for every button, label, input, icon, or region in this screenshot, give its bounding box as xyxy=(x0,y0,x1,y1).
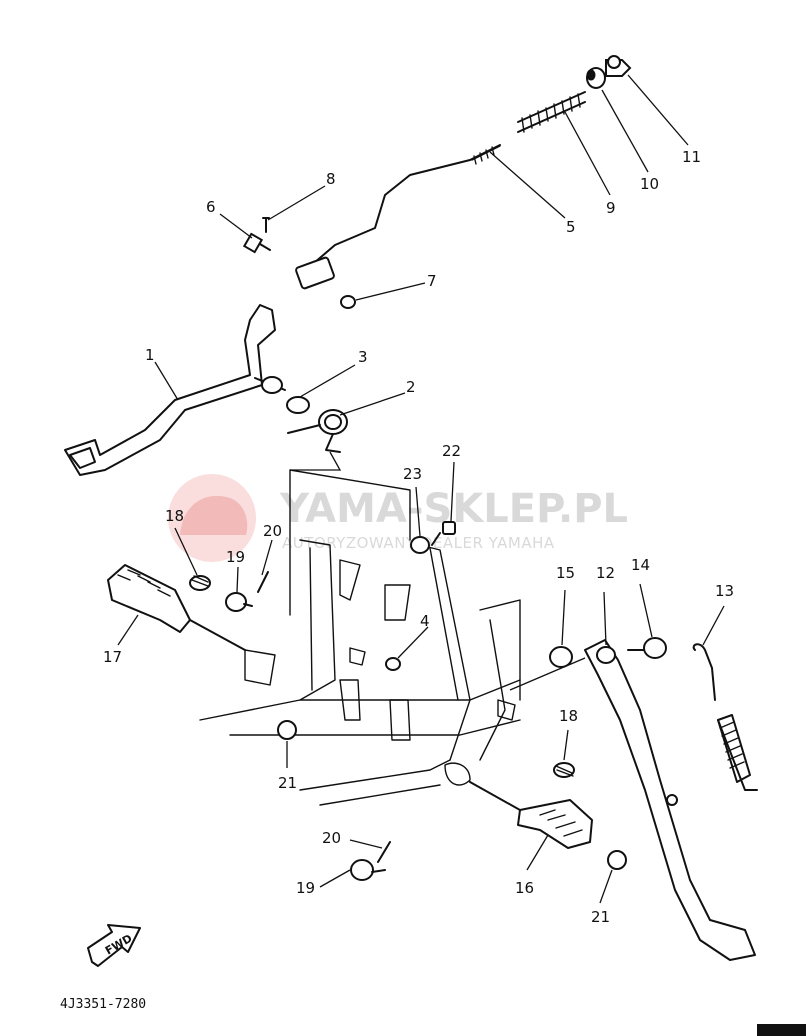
frame-outline xyxy=(199,469,521,806)
corner-badge xyxy=(757,1024,806,1036)
washer-7 xyxy=(340,295,356,309)
part-label: 4 xyxy=(420,612,430,630)
part-label: 11 xyxy=(682,148,701,166)
collar-15 xyxy=(549,646,573,668)
bolt-14 xyxy=(627,637,667,659)
pin-6 xyxy=(242,232,271,254)
watermark-logo-helmet xyxy=(180,495,248,535)
brake-rod-5 xyxy=(295,144,501,290)
part-label: 1 xyxy=(145,346,155,364)
part-label: 18 xyxy=(559,707,578,725)
part-labels: 1 2 3 4 5 6 7 8 9 10 11 12 13 14 15 16 1… xyxy=(103,148,734,926)
sidestand-spring-13 xyxy=(692,643,758,791)
part-label: 21 xyxy=(278,774,297,792)
sidestand-12 xyxy=(584,639,756,961)
part-label: 20 xyxy=(263,522,282,540)
cotter-pin-20a xyxy=(257,571,269,593)
part-label: 23 xyxy=(403,465,422,483)
leader-lines xyxy=(117,74,725,904)
footrest-16 xyxy=(469,781,593,849)
washer-21b xyxy=(607,850,627,870)
washer-21a xyxy=(277,720,297,740)
part-label: 20 xyxy=(322,829,341,847)
part-label: 18 xyxy=(165,507,184,525)
part-label: 21 xyxy=(591,908,610,926)
pin-19b xyxy=(350,859,386,881)
spring-18b xyxy=(553,762,575,778)
part-label: 12 xyxy=(596,564,615,582)
adjusting-nut-11 xyxy=(605,55,632,77)
part-label: 22 xyxy=(442,442,461,460)
part-label: 14 xyxy=(631,556,650,574)
clip-4 xyxy=(385,657,401,671)
part-label: 9 xyxy=(606,199,616,217)
part-label: 19 xyxy=(296,879,315,897)
cotter-pin-8 xyxy=(262,217,270,233)
part-label: 3 xyxy=(358,348,368,366)
diagram-code: 4J3351-7280 xyxy=(60,997,146,1012)
part-label: 16 xyxy=(515,879,534,897)
part-label: 8 xyxy=(326,170,336,188)
fwd-arrow: FWD xyxy=(87,924,141,967)
pin-19a xyxy=(225,592,253,612)
bolt-22 xyxy=(431,521,456,546)
part-label: 17 xyxy=(103,648,122,666)
part-label: 5 xyxy=(566,218,576,236)
spring-18a xyxy=(189,575,211,591)
joint-10 xyxy=(586,67,606,89)
part-label: 13 xyxy=(715,582,734,600)
part-label: 10 xyxy=(640,175,659,193)
return-spring-2 xyxy=(287,409,348,453)
footrest-17 xyxy=(107,564,246,651)
part-label: 2 xyxy=(406,378,416,396)
part-label: 6 xyxy=(206,198,216,216)
spring-9 xyxy=(517,91,586,133)
cotter-pin-20b xyxy=(377,841,391,863)
part-label: 7 xyxy=(427,272,437,290)
washer-3 xyxy=(286,396,310,414)
brake-pedal xyxy=(64,304,286,476)
part-label: 15 xyxy=(556,564,575,582)
part-label: 19 xyxy=(226,548,245,566)
collar-23 xyxy=(410,536,430,554)
